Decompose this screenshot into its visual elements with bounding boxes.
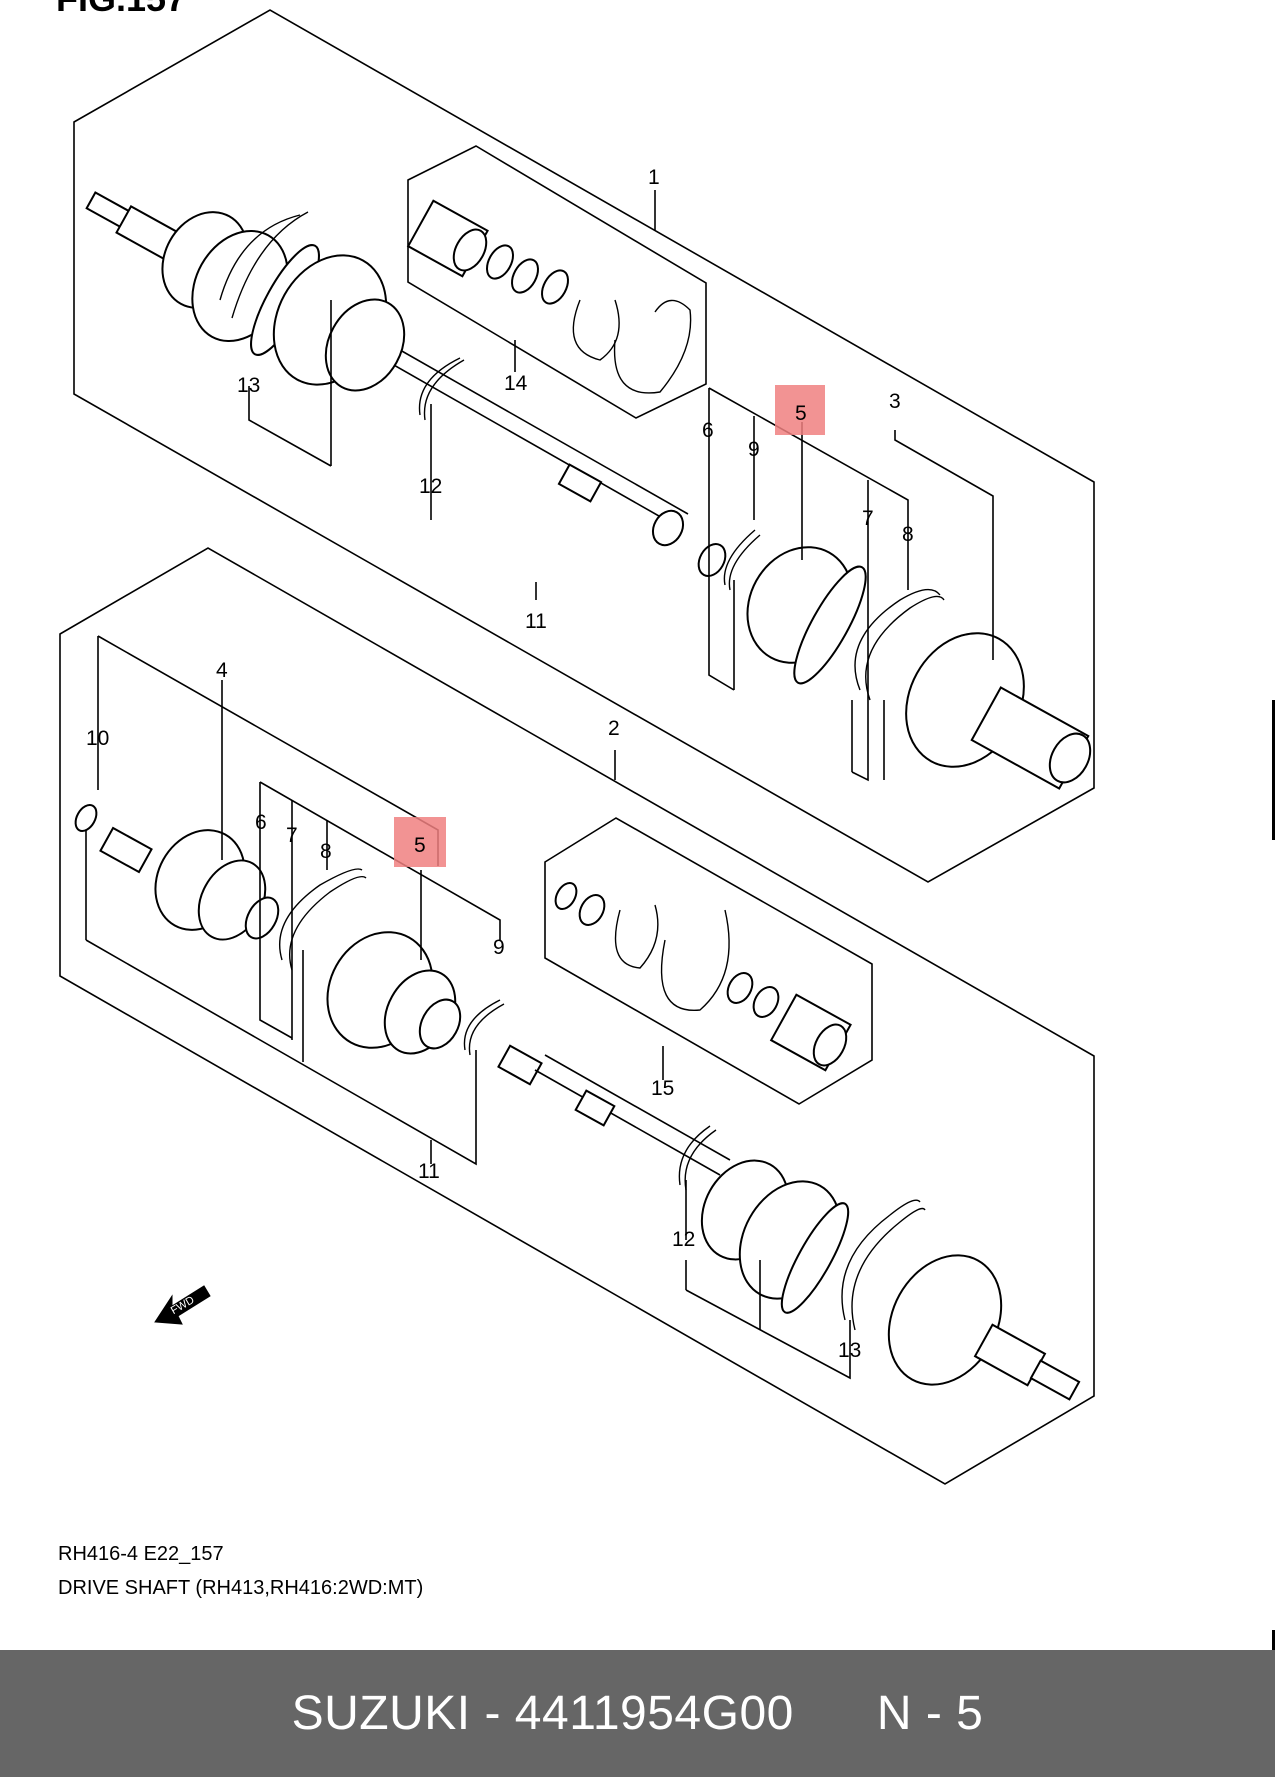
boot-kit-box-14 — [407, 145, 707, 419]
callout-10: 10 — [86, 727, 109, 750]
callout-9-upper: 9 — [748, 438, 760, 461]
callout-11-lower: 11 — [418, 1160, 440, 1183]
upper-shaft — [377, 341, 689, 547]
callout-13-upper: 13 — [237, 374, 260, 397]
footer-position-label: N - 5 — [876, 1687, 984, 1740]
figure-title: FIG.157 — [56, 0, 186, 20]
fwd-arrow: FWD — [154, 1285, 211, 1325]
upper-assembly: 1 14 13 12 11 3 5 6 9 7 8 — [73, 9, 1095, 883]
footer-brand: SUZUKI — [291, 1687, 471, 1740]
callout-5-lower: 5 — [414, 834, 426, 857]
upper-clip-12 — [418, 357, 465, 421]
callout-14: 14 — [504, 372, 528, 395]
callout-7-lower: 7 — [286, 824, 298, 847]
upper-inner-joint — [697, 529, 1092, 790]
callout-1: 1 — [648, 166, 660, 189]
footer-gap — [794, 1686, 877, 1741]
callout-4: 4 — [216, 659, 228, 682]
callout-7-upper: 7 — [862, 507, 874, 530]
callout-8-lower: 8 — [320, 840, 332, 863]
highlight-5-upper — [775, 385, 825, 435]
upper-outer-joint — [85, 191, 406, 392]
footer-part-number: 4411954G00 — [514, 1687, 794, 1740]
upper-assembly-frame — [73, 9, 1095, 883]
drive-shaft-diagram: 1 14 13 12 11 3 5 6 9 7 8 — [59, 9, 1095, 1485]
edge-marker — [1272, 1630, 1275, 1650]
callout-13-lower: 13 — [838, 1339, 861, 1362]
footer-bar: SUZUKI - 4411954G00 N - 5 — [0, 1650, 1275, 1777]
lower-assembly: FWD 4 10 2 6 — [59, 547, 1095, 1485]
callout-12-lower: 12 — [672, 1228, 695, 1251]
lower-callout-labels: 4 10 2 6 7 8 5 9 11 15 12 13 — [86, 659, 861, 1362]
callout-8-upper: 8 — [902, 523, 914, 546]
callout-2: 2 — [608, 717, 620, 740]
upper-kit-parts — [406, 199, 692, 394]
boot-kit-box-15 — [544, 817, 873, 1105]
callout-3: 3 — [889, 390, 901, 413]
diagram-code: RH416-4 E22_157 — [58, 1543, 224, 1565]
highlight-5-lower — [394, 817, 446, 867]
lower-shaft — [497, 1044, 731, 1191]
callout-11-upper: 11 — [525, 610, 547, 633]
lower-assembly-frame — [59, 547, 1095, 1485]
edge-marker — [1272, 700, 1275, 840]
callout-6-upper: 6 — [702, 419, 714, 442]
callout-5-upper: 5 — [795, 402, 807, 425]
lower-leader-lines — [85, 635, 851, 1380]
diagram-title: DRIVE SHAFT (RH413,RH416:2WD:MT) — [58, 1577, 424, 1599]
lower-outer-joint — [700, 1159, 1081, 1401]
callout-9-lower: 9 — [493, 936, 505, 959]
callout-6-lower: 6 — [255, 811, 267, 834]
lower-kit-parts — [554, 882, 852, 1072]
callout-12-upper: 12 — [419, 475, 442, 498]
callout-15: 15 — [651, 1077, 674, 1100]
footer-separator: - — [470, 1687, 515, 1740]
upper-callout-labels: 1 14 13 12 11 3 5 6 9 7 8 — [237, 166, 914, 633]
